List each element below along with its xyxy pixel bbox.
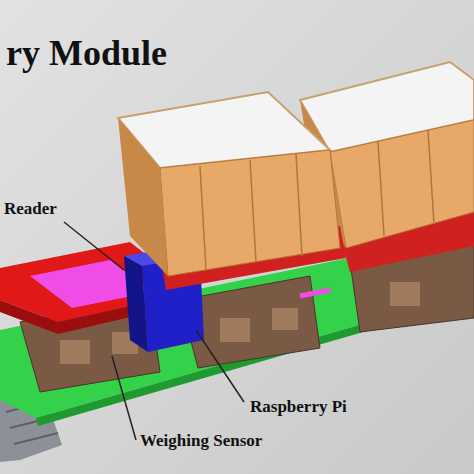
crate-rib (428, 130, 434, 224)
crate-front (160, 150, 340, 276)
diagram-title: ry Module (6, 34, 167, 74)
leader-line (196, 330, 244, 402)
crate-rib (378, 142, 384, 236)
crate-front (330, 120, 474, 248)
raspberry-pi-side (124, 256, 148, 352)
crate-rib (200, 166, 206, 270)
crate-side (118, 118, 168, 276)
rail-groove (14, 433, 58, 444)
sensor-block (220, 318, 250, 342)
sensor-block (390, 282, 420, 306)
sensor-block (60, 340, 90, 364)
part-label: Reader (4, 200, 57, 219)
part-label: Weighing Sensor (140, 432, 262, 451)
sensor-cable (300, 290, 330, 296)
leader-line (112, 356, 136, 440)
part-label: Raspberry Pi (250, 398, 347, 417)
crate-rib (250, 160, 256, 262)
leader-line (64, 222, 124, 270)
sensor-block (272, 308, 298, 330)
crate-rib (296, 154, 302, 256)
